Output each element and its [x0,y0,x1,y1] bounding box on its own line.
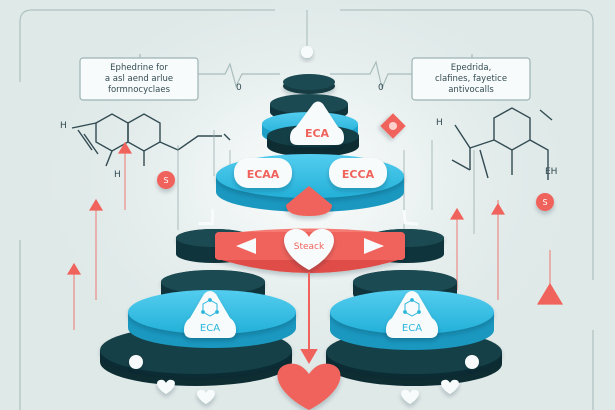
right-h-label: H [436,118,443,128]
center-left-arrow-icon [236,238,256,254]
side-arrows [66,141,564,330]
mid-center-arrow-icon [286,186,332,216]
heart-icon [441,379,459,394]
heart-icon [401,389,419,404]
center-label: Steack [294,242,325,252]
bottom-right-label: ECA [402,323,422,334]
center-right-arrow-icon [364,238,384,254]
mid-left-label: ECAA [247,168,280,181]
center-down-arrow-icon [300,272,318,364]
heart-icon [197,389,215,404]
left-h-label: H [60,121,67,131]
left-h2-label: H [114,170,121,180]
bottom-left-eca-badge: ECA [184,291,236,338]
mid-right-badge: ECCA [329,158,387,188]
left-badge: S [157,171,175,189]
left-callout-line2: a asl aend arlue [105,74,173,84]
right-badge-label: S [542,198,547,207]
right-callout-line2: clafines, fayetice [435,74,507,84]
mid-right-label: ECCA [342,168,375,181]
left-callout-line1: Ephedrine for [110,63,168,73]
mid-left-badge: ECAA [234,158,292,188]
heart-icon [277,363,341,410]
bottom-left-dot [129,355,143,369]
arrow-icon [88,198,104,211]
heart-icon [157,379,175,394]
bottom-right-dot [465,355,479,369]
right-callout: Epedrida, clafines, fayetice antivocalls [411,57,531,101]
top-dot [301,46,313,58]
bottom-right-eca-badge: ECA [386,291,438,338]
left-badge-label: S [163,176,168,185]
right-callout-line1: Epedrida, [451,63,492,73]
lattice-icon [403,298,421,317]
top-eca-badge: ECA [290,101,344,145]
right-diamond [380,113,406,139]
center-heart-icon: Steack [284,228,334,270]
mid-pointers [198,209,419,226]
top-eca-label: ECA [305,127,330,140]
left-bottom-stack [100,270,296,386]
right-bottom-stack [326,270,502,386]
right-badge: S [536,193,554,211]
right-callout-line3: antivocalls [448,85,494,95]
bottom-left-label: ECA [200,323,220,334]
right-eh-label: EH [545,167,557,177]
left-molecule-icon [71,113,231,167]
bottom-hearts [157,363,459,410]
left-callout: Ephedrine for a asl aend arlue formnocyc… [79,57,199,101]
right-zero-label: 0 [378,83,384,93]
left-callout-line3: formnocyclaes [108,85,171,95]
right-molecule-icon [451,107,553,180]
frame-lines [19,9,594,410]
lattice-icon [201,298,219,317]
left-zero-label: 0 [236,83,242,93]
